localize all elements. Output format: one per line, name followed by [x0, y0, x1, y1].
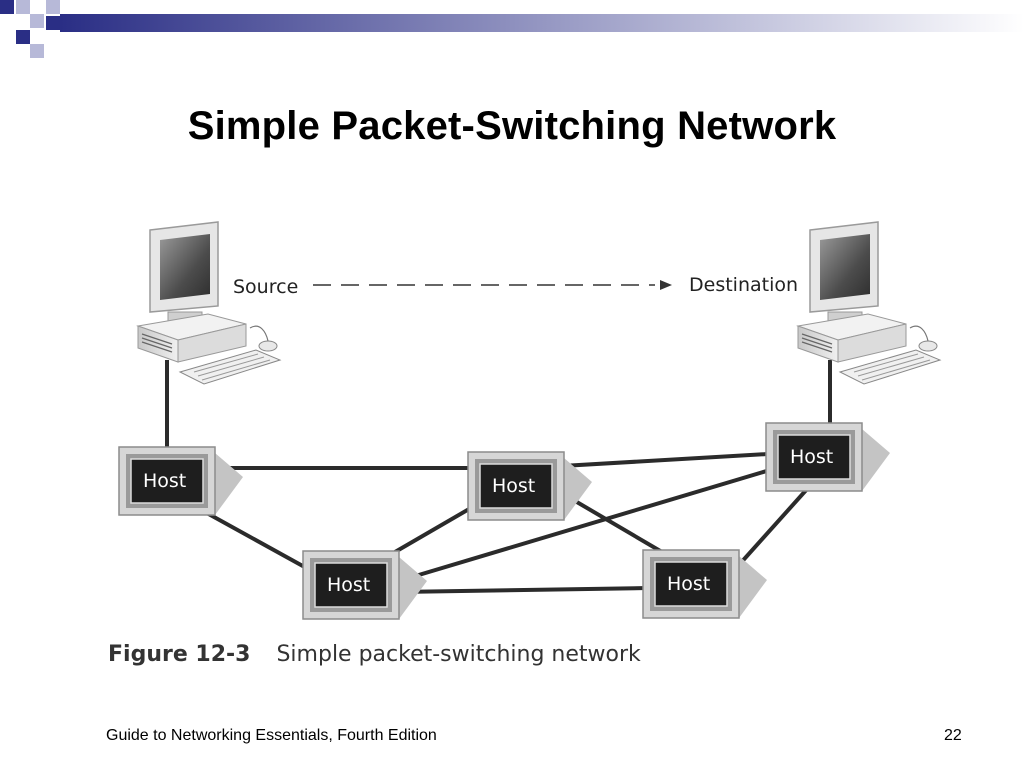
source-computer [136, 221, 282, 385]
page-number: 22 [944, 727, 962, 744]
link-host-2-host-3 [561, 452, 769, 468]
header-decoration [0, 0, 1024, 58]
host-3: Host [765, 422, 890, 492]
link-host-2-host-5 [568, 496, 664, 554]
host-5: Host [642, 549, 767, 619]
source-label: Source [233, 276, 298, 298]
link-host-1-host-4 [204, 510, 311, 572]
host-3-label: Host [790, 446, 833, 468]
host-2-label: Host [492, 475, 535, 497]
link-host-4-host-5 [397, 586, 649, 594]
host-4-label: Host [327, 574, 370, 596]
host-5-label: Host [667, 573, 710, 595]
destination-computer [796, 221, 942, 385]
host-4: Host [302, 550, 427, 620]
slide-title: Simple Packet-Switching Network [187, 104, 837, 148]
figure-caption: Figure 12-3 Simple packet-switching netwo… [108, 642, 641, 667]
link-host-4-host-2 [393, 503, 478, 554]
link-host-4-host-3 [411, 468, 771, 579]
figure-number: Figure 12-3 [108, 642, 251, 667]
link-host-5-host-3 [736, 486, 810, 568]
destination-label: Destination [689, 274, 798, 296]
host-1: Host [118, 446, 243, 516]
footer-book-title: Guide to Networking Essentials, Fourth E… [106, 727, 437, 744]
host-2: Host [467, 451, 592, 521]
network-links [165, 360, 832, 594]
figure-caption-text: Simple packet-switching network [276, 642, 641, 667]
host-1-label: Host [143, 470, 186, 492]
source-to-destination-arrow [313, 280, 672, 290]
